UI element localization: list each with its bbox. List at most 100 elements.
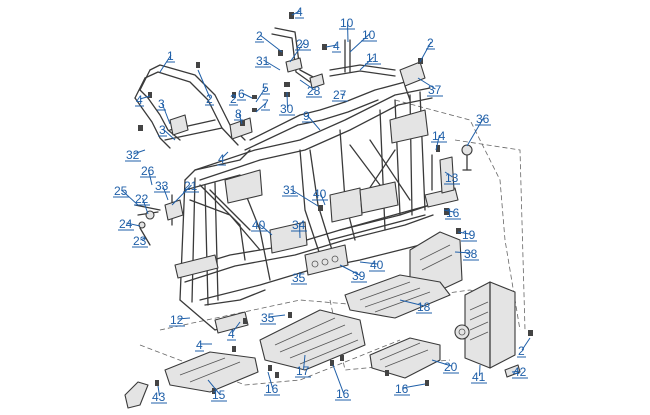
callout-leader	[289, 42, 304, 63]
callout-number: 26	[141, 164, 155, 178]
small-pad	[504, 364, 521, 378]
callout-number: 40	[313, 187, 327, 201]
left-side-brackets	[134, 194, 184, 246]
callout-leader	[197, 69, 211, 99]
callout-leader	[454, 251, 472, 254]
callout-number: 23	[133, 234, 147, 248]
callout-number: 20	[444, 360, 458, 374]
callout-leader	[207, 379, 220, 395]
callout-number: 41	[472, 370, 486, 384]
callout-number: 1	[167, 49, 174, 63]
callout-leader	[161, 102, 171, 125]
callout-leader	[140, 237, 146, 241]
callout-leader	[332, 364, 344, 394]
callout-leader	[444, 171, 453, 178]
callout-number: 22	[135, 192, 149, 206]
callout-leader	[299, 79, 315, 91]
callout-leader	[159, 54, 172, 73]
callout-number: 17	[296, 364, 310, 378]
callout-number: 4	[333, 39, 340, 53]
callout-leader	[431, 359, 452, 367]
callout-number: 30	[280, 102, 294, 116]
callout-number: 2	[206, 92, 213, 106]
rear-knob	[461, 144, 473, 171]
callout-leader	[320, 192, 326, 206]
callout-leader	[466, 117, 484, 147]
callout-number: 34	[292, 218, 306, 232]
callout-number: 27	[333, 88, 347, 102]
rear-bracket	[399, 61, 426, 101]
callout-leader	[299, 271, 301, 278]
callout-number: 16	[395, 382, 409, 396]
callout-number: 16	[265, 382, 279, 396]
callout-number: 36	[476, 112, 490, 126]
callout-leader	[419, 41, 432, 63]
callout-number: 28	[307, 84, 321, 98]
callout-number: 2	[256, 29, 263, 43]
callout-leader	[221, 151, 229, 159]
callout-leader	[177, 317, 191, 320]
callout-number: 10	[340, 16, 354, 30]
callout-number: 16	[336, 387, 350, 401]
callout-leader	[162, 128, 176, 141]
callout-leader	[157, 385, 160, 397]
callout-number: 31	[283, 183, 297, 197]
callout-leader	[259, 223, 273, 236]
floorboard-right	[344, 274, 451, 319]
callout-leader	[359, 261, 378, 265]
callout-leader	[325, 44, 338, 48]
callout-number: 38	[464, 247, 478, 261]
callout-number: 4	[218, 152, 225, 166]
callout-number: 31	[256, 54, 270, 68]
callout-leader	[402, 383, 426, 389]
callout-number: 16	[446, 206, 460, 220]
callout-leader	[267, 371, 273, 389]
callout-number: 4	[228, 327, 235, 341]
callout-number: 9	[303, 109, 310, 123]
callout-number: 43	[152, 390, 166, 404]
callout-number: 18	[417, 300, 431, 314]
callout-number: 4	[136, 93, 143, 107]
callout-leader	[133, 149, 146, 155]
callout-number: 2	[230, 92, 237, 106]
callout-number: 5	[262, 81, 269, 95]
callout-leader	[511, 370, 521, 373]
callout-leader	[347, 21, 349, 43]
front-skid-plate	[164, 351, 259, 393]
front-guard	[124, 381, 149, 409]
callout-leader	[457, 231, 470, 235]
callout-number: 13	[445, 171, 459, 185]
callout-leader	[241, 92, 253, 99]
callout-leader	[139, 95, 151, 100]
engine-skid-plate	[259, 309, 366, 371]
callout-leader	[255, 102, 267, 113]
callout-leader	[231, 321, 241, 334]
callout-leader	[306, 114, 321, 131]
reservoir-box	[454, 281, 516, 369]
callout-number: 29	[296, 37, 310, 51]
callout-leader	[349, 33, 370, 53]
callout-number: 33	[155, 179, 169, 193]
callout-number: 3	[158, 97, 165, 111]
callout-leader	[268, 314, 286, 318]
callout-number: 4	[296, 5, 303, 19]
callout-number: 35	[292, 271, 306, 285]
callout-leader	[417, 77, 436, 90]
callout-leader	[340, 93, 346, 96]
callout-number: 21	[184, 179, 198, 193]
callout-number: 39	[352, 269, 366, 283]
callout-leader	[443, 209, 454, 213]
callout-leader	[238, 112, 243, 125]
callout-leader	[290, 188, 319, 207]
callout-number: 25	[114, 184, 128, 198]
callout-leader	[291, 10, 301, 16]
main-frame	[174, 81, 434, 334]
callout-leader	[303, 354, 306, 371]
callout-leader	[142, 197, 149, 215]
callout-number: 24	[119, 217, 133, 231]
callout-number: 42	[513, 365, 527, 379]
callout-number: 35	[261, 311, 275, 325]
callout-leader	[286, 91, 288, 109]
callout-leader	[259, 34, 283, 53]
